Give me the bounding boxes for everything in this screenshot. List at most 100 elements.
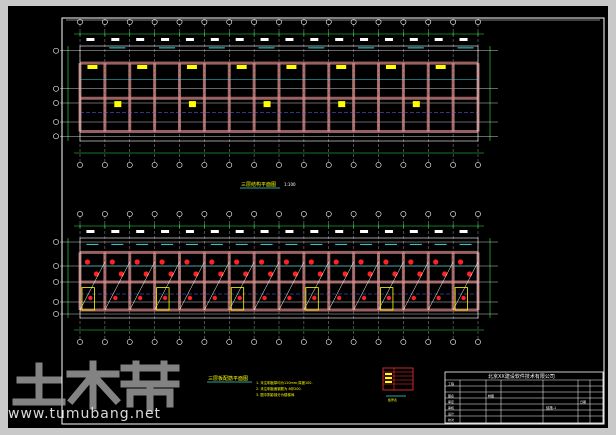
- column-dot: [134, 259, 140, 265]
- label-tag: [338, 101, 346, 108]
- axis-bubble: [475, 339, 481, 345]
- dim-text: [285, 38, 294, 41]
- row-bubble: [53, 299, 59, 305]
- dim-text: [260, 230, 269, 233]
- axis-bubble: [176, 162, 183, 168]
- axis-bubble: [300, 162, 307, 168]
- column-dot: [466, 271, 473, 277]
- label-tag: [188, 101, 196, 108]
- rebar-diagonal: [129, 261, 155, 311]
- dim-text: [360, 230, 369, 233]
- dim-text: [285, 230, 294, 233]
- axis-bubble: [151, 162, 158, 168]
- wall-vertical: [401, 252, 405, 310]
- axis-bubble: [101, 339, 108, 345]
- wall-vertical: [377, 63, 380, 132]
- column-dot: [411, 295, 417, 301]
- label-tag: [87, 65, 98, 69]
- cad-drawing-viewport[interactable]: 三层结构平面图 1:100 三层板配筋平面图 1. 未注明板厚均为120mm,厚…: [8, 6, 608, 428]
- dim-text: [86, 230, 95, 233]
- row-bubble: [53, 47, 59, 54]
- axis-bubble: [101, 19, 108, 25]
- row-bubble: [53, 263, 59, 269]
- rebar-diagonal: [253, 261, 280, 311]
- plan-top-caption: 三层结构平面图: [241, 181, 276, 188]
- row-bubble: [53, 239, 59, 245]
- axis-bubble: [101, 211, 108, 217]
- wall-vertical: [277, 252, 281, 310]
- axis-bubble: [325, 339, 332, 345]
- row-bubble: [53, 85, 59, 92]
- wall-vertical: [451, 252, 455, 310]
- stair-hatch: [230, 287, 245, 311]
- axis-bubble: [325, 211, 332, 217]
- axis-bubble: [226, 339, 233, 345]
- axis-bubble: [126, 19, 133, 25]
- axis-bubble: [400, 211, 407, 217]
- axis-bubble: [475, 162, 481, 168]
- wall-vertical: [252, 63, 256, 132]
- slab-legend-label: 板厚表: [388, 397, 397, 402]
- axis-bubble: [77, 339, 83, 345]
- title-block: 北京XX建设软件技术有限公司 工程 图名 审定 审核 设计 校对 制图 结施-1…: [444, 371, 604, 424]
- axis-bubble: [325, 19, 332, 25]
- axis-bubble: [151, 211, 158, 217]
- column-dot: [367, 271, 373, 277]
- wall-vertical: [178, 63, 181, 132]
- rebar-diagonal: [104, 261, 130, 311]
- axis-bubble: [77, 162, 83, 168]
- column-dot: [118, 271, 124, 277]
- label-tag: [137, 65, 148, 69]
- axis-bubble: [475, 211, 481, 217]
- wall-vertical: [352, 63, 356, 132]
- axis-bubble: [375, 162, 382, 168]
- axis-bubble: [300, 19, 307, 25]
- rebar-diagonal: [229, 261, 255, 311]
- axis-bubble: [450, 19, 457, 25]
- column-dot: [113, 295, 118, 301]
- watermark-url: www.tumubang.net: [8, 406, 162, 422]
- axis-bubble: [375, 339, 382, 345]
- wall-vertical: [302, 63, 306, 132]
- column-dot: [442, 271, 448, 277]
- title-block-field-4: 审核: [448, 405, 454, 410]
- title-block-field-6: 校对: [448, 417, 454, 422]
- wall-vertical: [227, 63, 231, 132]
- axis-bubble: [251, 19, 258, 25]
- title-block-company: 北京XX建设软件技术有限公司: [488, 373, 555, 380]
- rebar-diagonal: [204, 261, 230, 311]
- wall-vertical: [252, 252, 256, 310]
- cad-drawing-canvas[interactable]: 三层结构平面图 1:100 三层板配筋平面图 1. 未注明板厚均为120mm,厚…: [8, 6, 608, 428]
- column-dot: [218, 271, 224, 277]
- axis-bubble: [126, 162, 133, 168]
- wall-vertical: [277, 63, 281, 132]
- dim-text: [136, 38, 145, 41]
- title-block-drawing-no: 结施-1: [546, 405, 556, 410]
- axis-bubble: [375, 211, 382, 217]
- wall-vertical: [426, 63, 430, 132]
- rebar-diagonal: [179, 261, 205, 311]
- stair-hatch: [380, 287, 394, 311]
- stair-hatch: [156, 287, 170, 311]
- axis-bubble: [176, 211, 183, 217]
- wall-vertical: [153, 63, 157, 132]
- wall-vertical: [352, 252, 356, 310]
- tumubang-logo: [12, 360, 180, 412]
- axis-bubble: [77, 19, 83, 25]
- title-block-field-7: 制图: [488, 393, 494, 398]
- axis-bubble: [425, 162, 432, 168]
- dim-text: [335, 230, 344, 233]
- column-dot: [292, 271, 299, 277]
- wall-vertical: [451, 63, 455, 132]
- dim-text: [335, 38, 344, 41]
- axis-bubble: [126, 339, 133, 345]
- axis-bubble: [350, 19, 357, 25]
- stair-hatch: [454, 287, 468, 311]
- dim-text: [136, 230, 145, 233]
- plan-top: [53, 19, 498, 168]
- column-dot: [159, 259, 165, 265]
- column-dot: [308, 259, 314, 265]
- axis-bubble: [151, 19, 158, 25]
- note-3: 3. 图中阴影部分为楼梯间.: [256, 392, 295, 397]
